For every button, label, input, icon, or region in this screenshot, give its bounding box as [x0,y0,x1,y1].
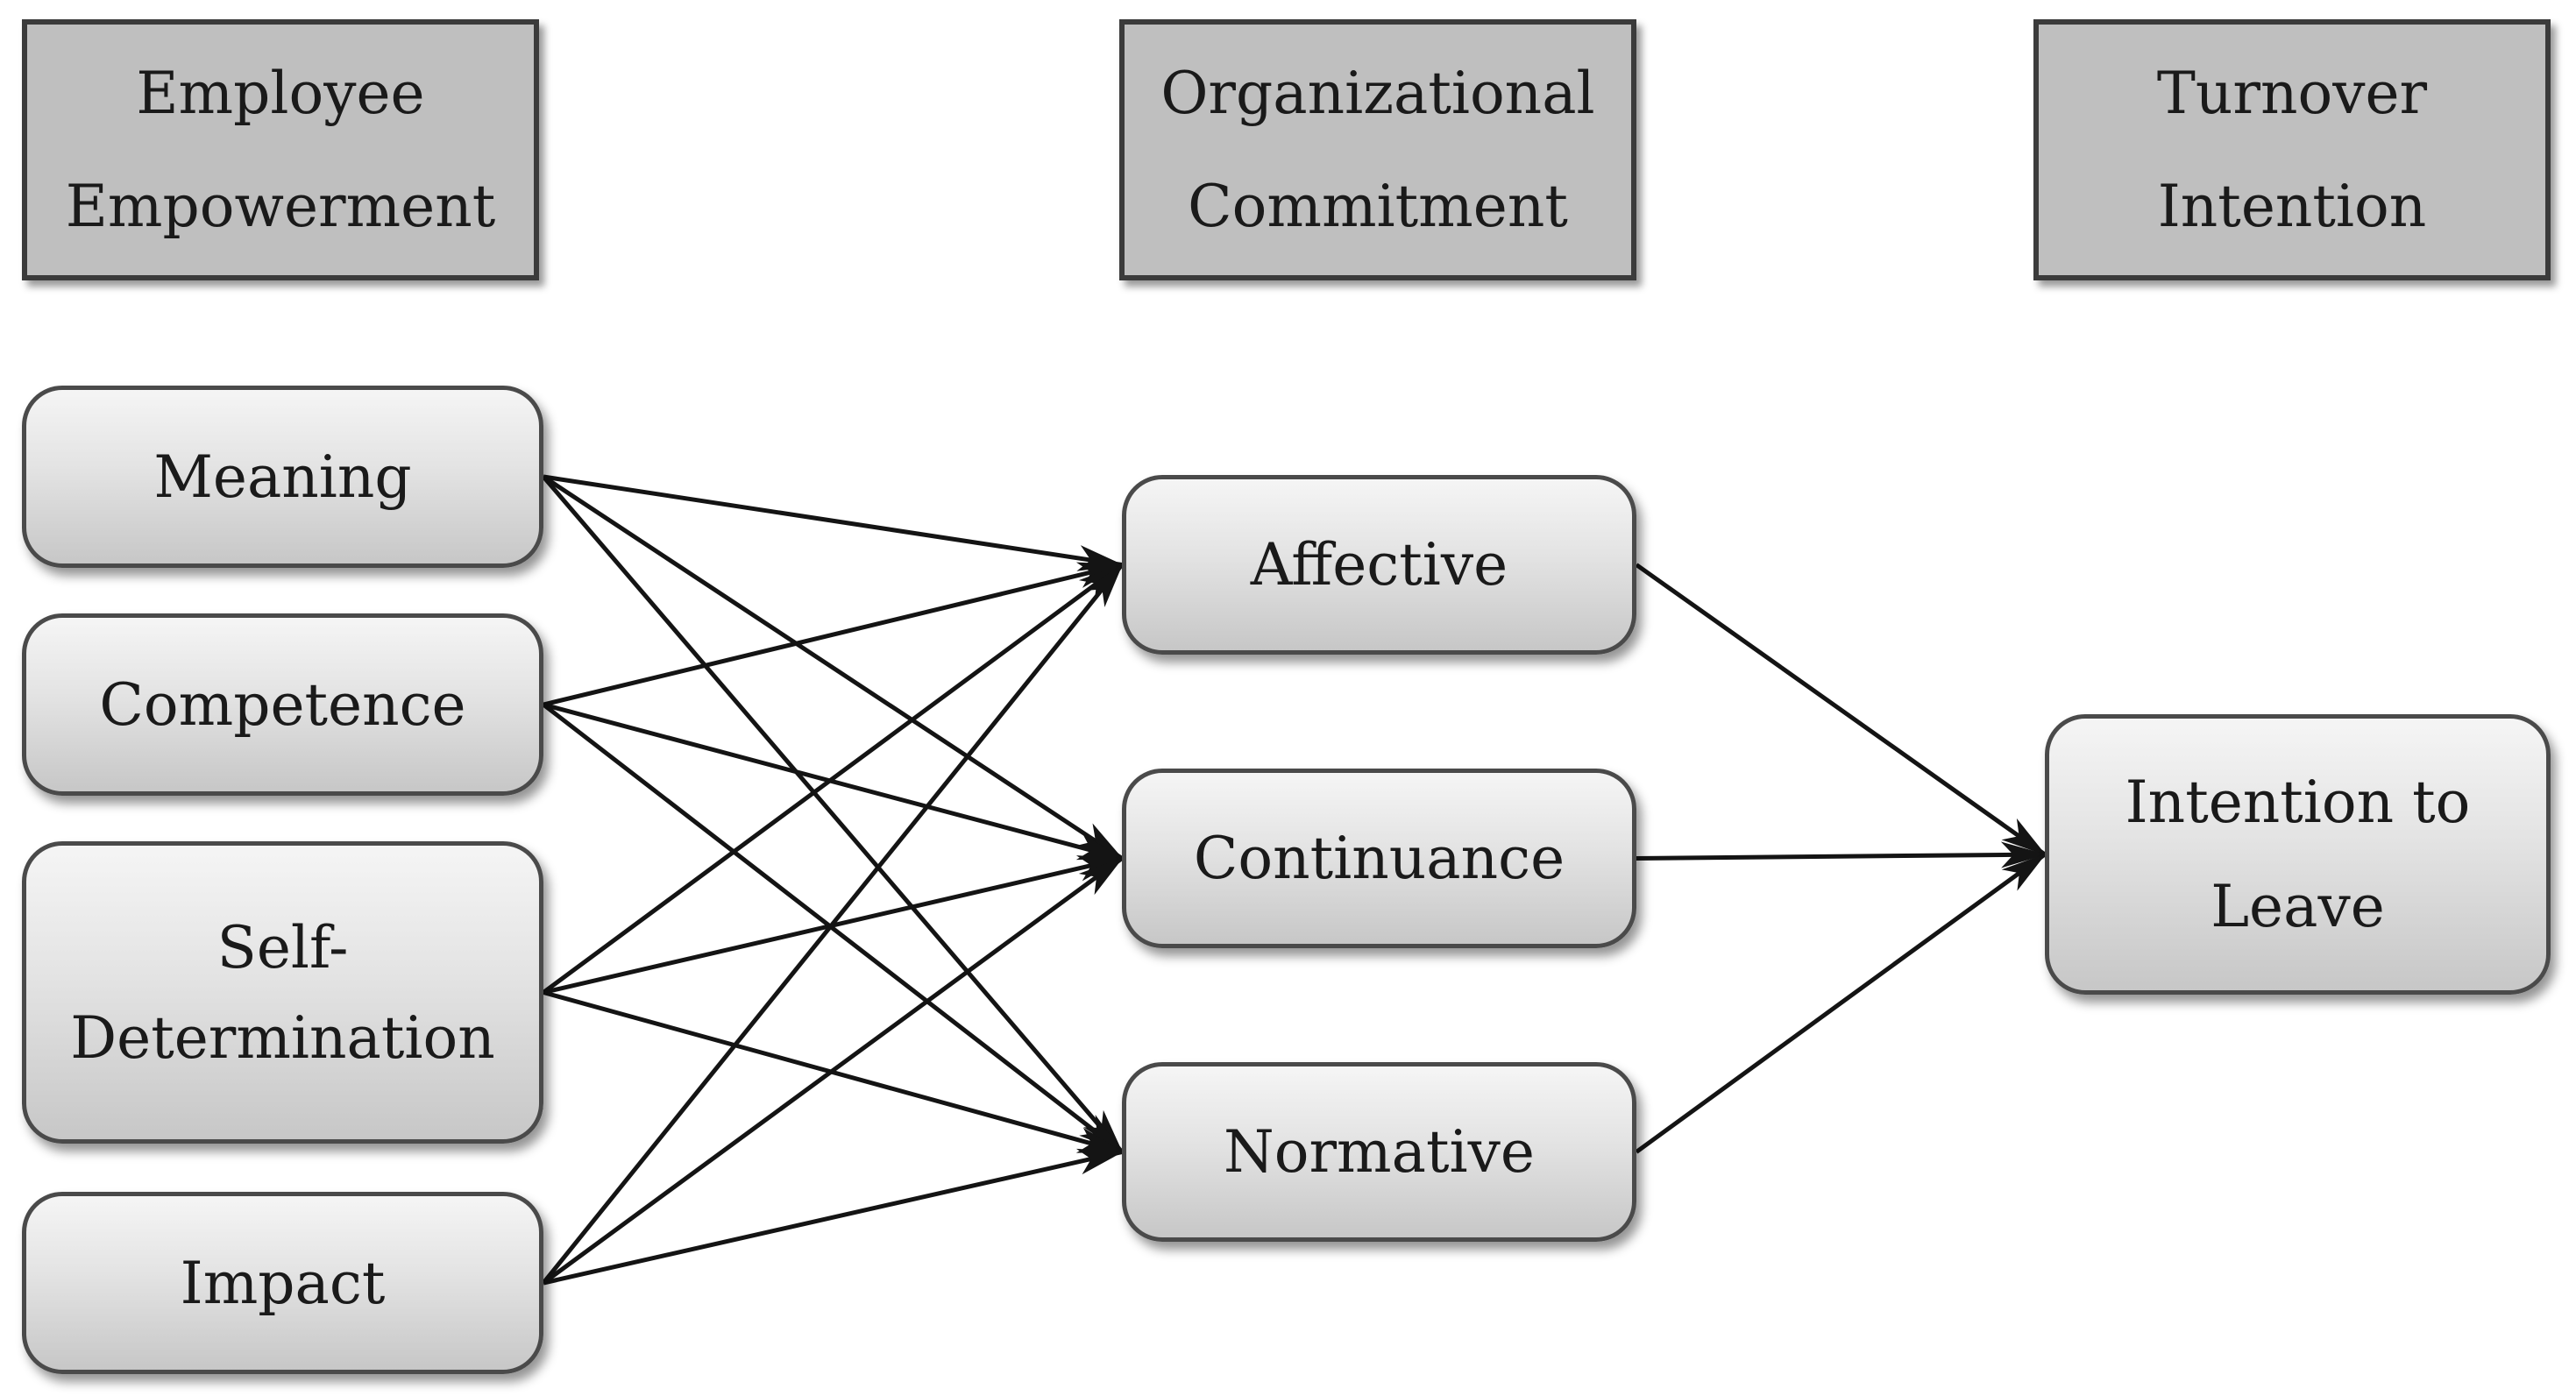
node-label-line: Impact [180,1249,386,1317]
node-label-line: Determination [70,1003,495,1072]
node-competence: Competence [22,613,543,796]
node-normative: Normative [1122,1062,1636,1242]
node-label-line: Normative [1224,1118,1535,1186]
edge-arrow-competence-to-normative [542,703,1124,1154]
node-label-line: Meaning [153,443,412,511]
edge-arrow-competence-to-affective [543,562,1124,707]
node-label-line: Intention to [2125,769,2471,836]
edge-arrow-self-determination-to-affective [542,563,1124,995]
node-label-line: Competence [99,670,466,739]
edge-arrow-normative-to-intention-to-leave [1635,852,2047,1154]
edge-arrow-affective-to-intention-to-leave [1635,563,2047,857]
edge-arrow-competence-to-continuance [543,702,1124,861]
node-label-line: Continuance [1193,825,1565,892]
node-continuance: Continuance [1122,769,1636,948]
header-label-line: Commitment [1188,173,1568,240]
node-label-line: Affective [1250,531,1508,599]
node-affective: Affective [1122,475,1636,655]
node-meaning: Meaning [22,386,543,568]
edge-arrow-impact-to-affective [542,563,1124,1285]
edge-arrow-impact-to-normative [543,1148,1124,1286]
node-label-line: Leave [2211,873,2385,940]
edge-arrow-meaning-to-affective [543,474,1124,571]
node-impact: Impact [22,1192,543,1374]
header-label-line: Organizational [1160,60,1595,127]
edge-arrow-meaning-to-continuance [542,474,1124,861]
node-self-determination: Self- Determination [22,841,543,1144]
header-label-line: Employee [136,60,425,127]
edge-arrow-impact-to-continuance [542,856,1124,1286]
header-label-line: Intention [2157,173,2427,240]
edge-arrow-meaning-to-normative [542,475,1124,1154]
header-label-line: Turnover [2156,60,2428,127]
header-label-line: Empowerment [65,173,496,240]
node-label-line: Self- [216,913,349,981]
edge-arrow-continuance-to-intention-to-leave [1636,841,2047,868]
node-intention-to-leave: Intention to Leave [2045,714,2551,995]
